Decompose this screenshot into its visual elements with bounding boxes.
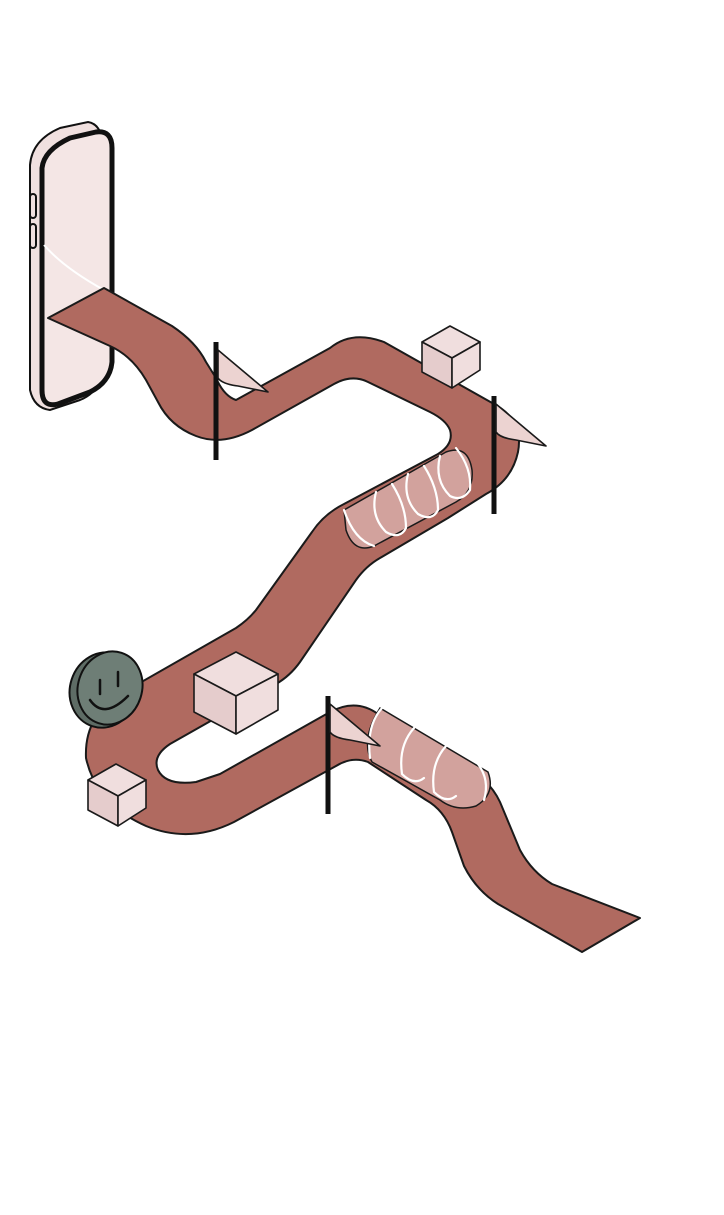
phone-front: [39, 129, 115, 408]
tunnel-lower-ring-4: [476, 762, 488, 802]
tunnel-lower-ring-3: [432, 744, 458, 801]
flag-1-cloth: [217, 349, 269, 393]
tunnel-lower: [366, 706, 491, 809]
box-3-right: [117, 779, 147, 827]
phone-button-lower: [29, 223, 37, 249]
tunnel-lower-body: [366, 706, 491, 809]
token-face: [76, 650, 144, 726]
tunnel-upper: [342, 446, 473, 549]
package-icon: [87, 763, 147, 827]
token-smile: [88, 694, 130, 711]
tunnel-lower-ring-1: [368, 706, 384, 760]
package-icon: [421, 325, 481, 389]
phone-button-upper: [29, 193, 37, 219]
flag-icon: [325, 696, 381, 814]
flag-icon: [491, 396, 547, 514]
road-segment-upper: [47, 287, 641, 953]
smartphone-icon: [29, 120, 115, 412]
flag-3-cloth: [329, 703, 381, 747]
package-icon: [193, 651, 279, 735]
flag-icon: [213, 342, 269, 460]
tunnel-upper-ring-2: [373, 482, 408, 537]
tunnel-lower-ring-2: [400, 726, 426, 783]
tunnel-upper-ring-3: [405, 464, 440, 519]
smiley-face-icon: [68, 650, 144, 729]
phone-glare: [43, 244, 105, 291]
tunnel-upper-ring-4: [437, 446, 472, 500]
flag-2-cloth: [495, 403, 547, 447]
box-1-right: [451, 341, 481, 389]
winding-road: [47, 287, 641, 953]
box-2-right: [235, 673, 279, 735]
tunnel-upper-ring-1: [342, 508, 376, 548]
